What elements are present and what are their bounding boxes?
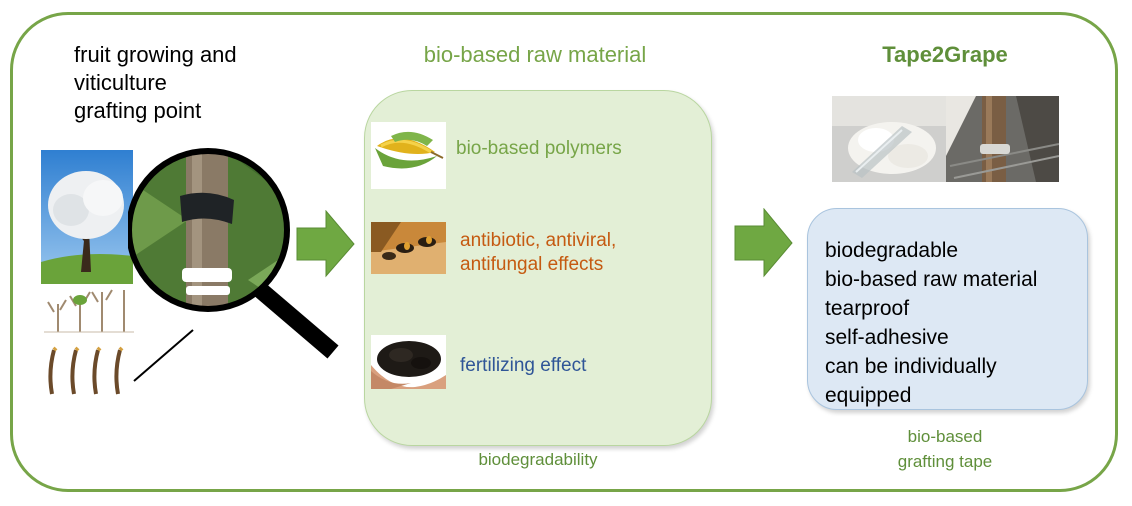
property-item: tearproof <box>825 297 910 320</box>
magnifier-icon <box>128 148 339 382</box>
bees-icon <box>371 222 446 274</box>
cuttings-illustration <box>48 346 124 395</box>
property-item: self-adhesive <box>825 326 949 349</box>
feature-text: antibiotic, antiviral, <box>460 230 617 251</box>
granules-photo <box>832 96 946 182</box>
seedlings-illustration <box>44 289 134 333</box>
corn-icon <box>371 122 446 189</box>
feature-fertilizing: fertilizing effect <box>460 354 586 378</box>
feature-text: bio-based polymers <box>456 138 622 159</box>
arrow-right-icon <box>734 208 793 278</box>
middle-title: bio-based raw material <box>423 42 647 67</box>
feature-polymers: bio-based polymers <box>456 137 622 161</box>
property-item: can be individually <box>825 355 997 378</box>
left-title-line: viticulture <box>74 70 167 95</box>
outer-frame <box>10 12 1118 492</box>
property-item: equipped <box>825 384 912 407</box>
left-title-line: grafting point <box>74 98 202 123</box>
grafted-stem-photo <box>946 96 1059 182</box>
caption-line: bio-based <box>907 427 983 446</box>
product-title: Tape2Grape <box>882 42 1008 67</box>
soil-icon <box>371 335 446 389</box>
feature-text: antifungal effects <box>460 254 604 275</box>
properties-box: biodegradable bio-based raw material tea… <box>807 208 1088 410</box>
biodegradability-caption: biodegradability <box>478 450 598 469</box>
grafting-tape-caption: bio-based grafting tape <box>850 424 1040 474</box>
caption-line: grafting tape <box>897 452 993 471</box>
tree-photo <box>41 150 133 284</box>
left-title: fruit growing and viticulture grafting p… <box>74 41 237 125</box>
feature-text: fertilizing effect <box>460 355 587 376</box>
property-item: bio-based raw material <box>825 268 1038 291</box>
left-title-line: fruit growing and <box>74 42 237 67</box>
feature-antibiotic: antibiotic, antiviral, antifungal effect… <box>460 229 616 277</box>
property-item: biodegradable <box>825 239 959 262</box>
arrow-right-icon <box>296 210 355 278</box>
